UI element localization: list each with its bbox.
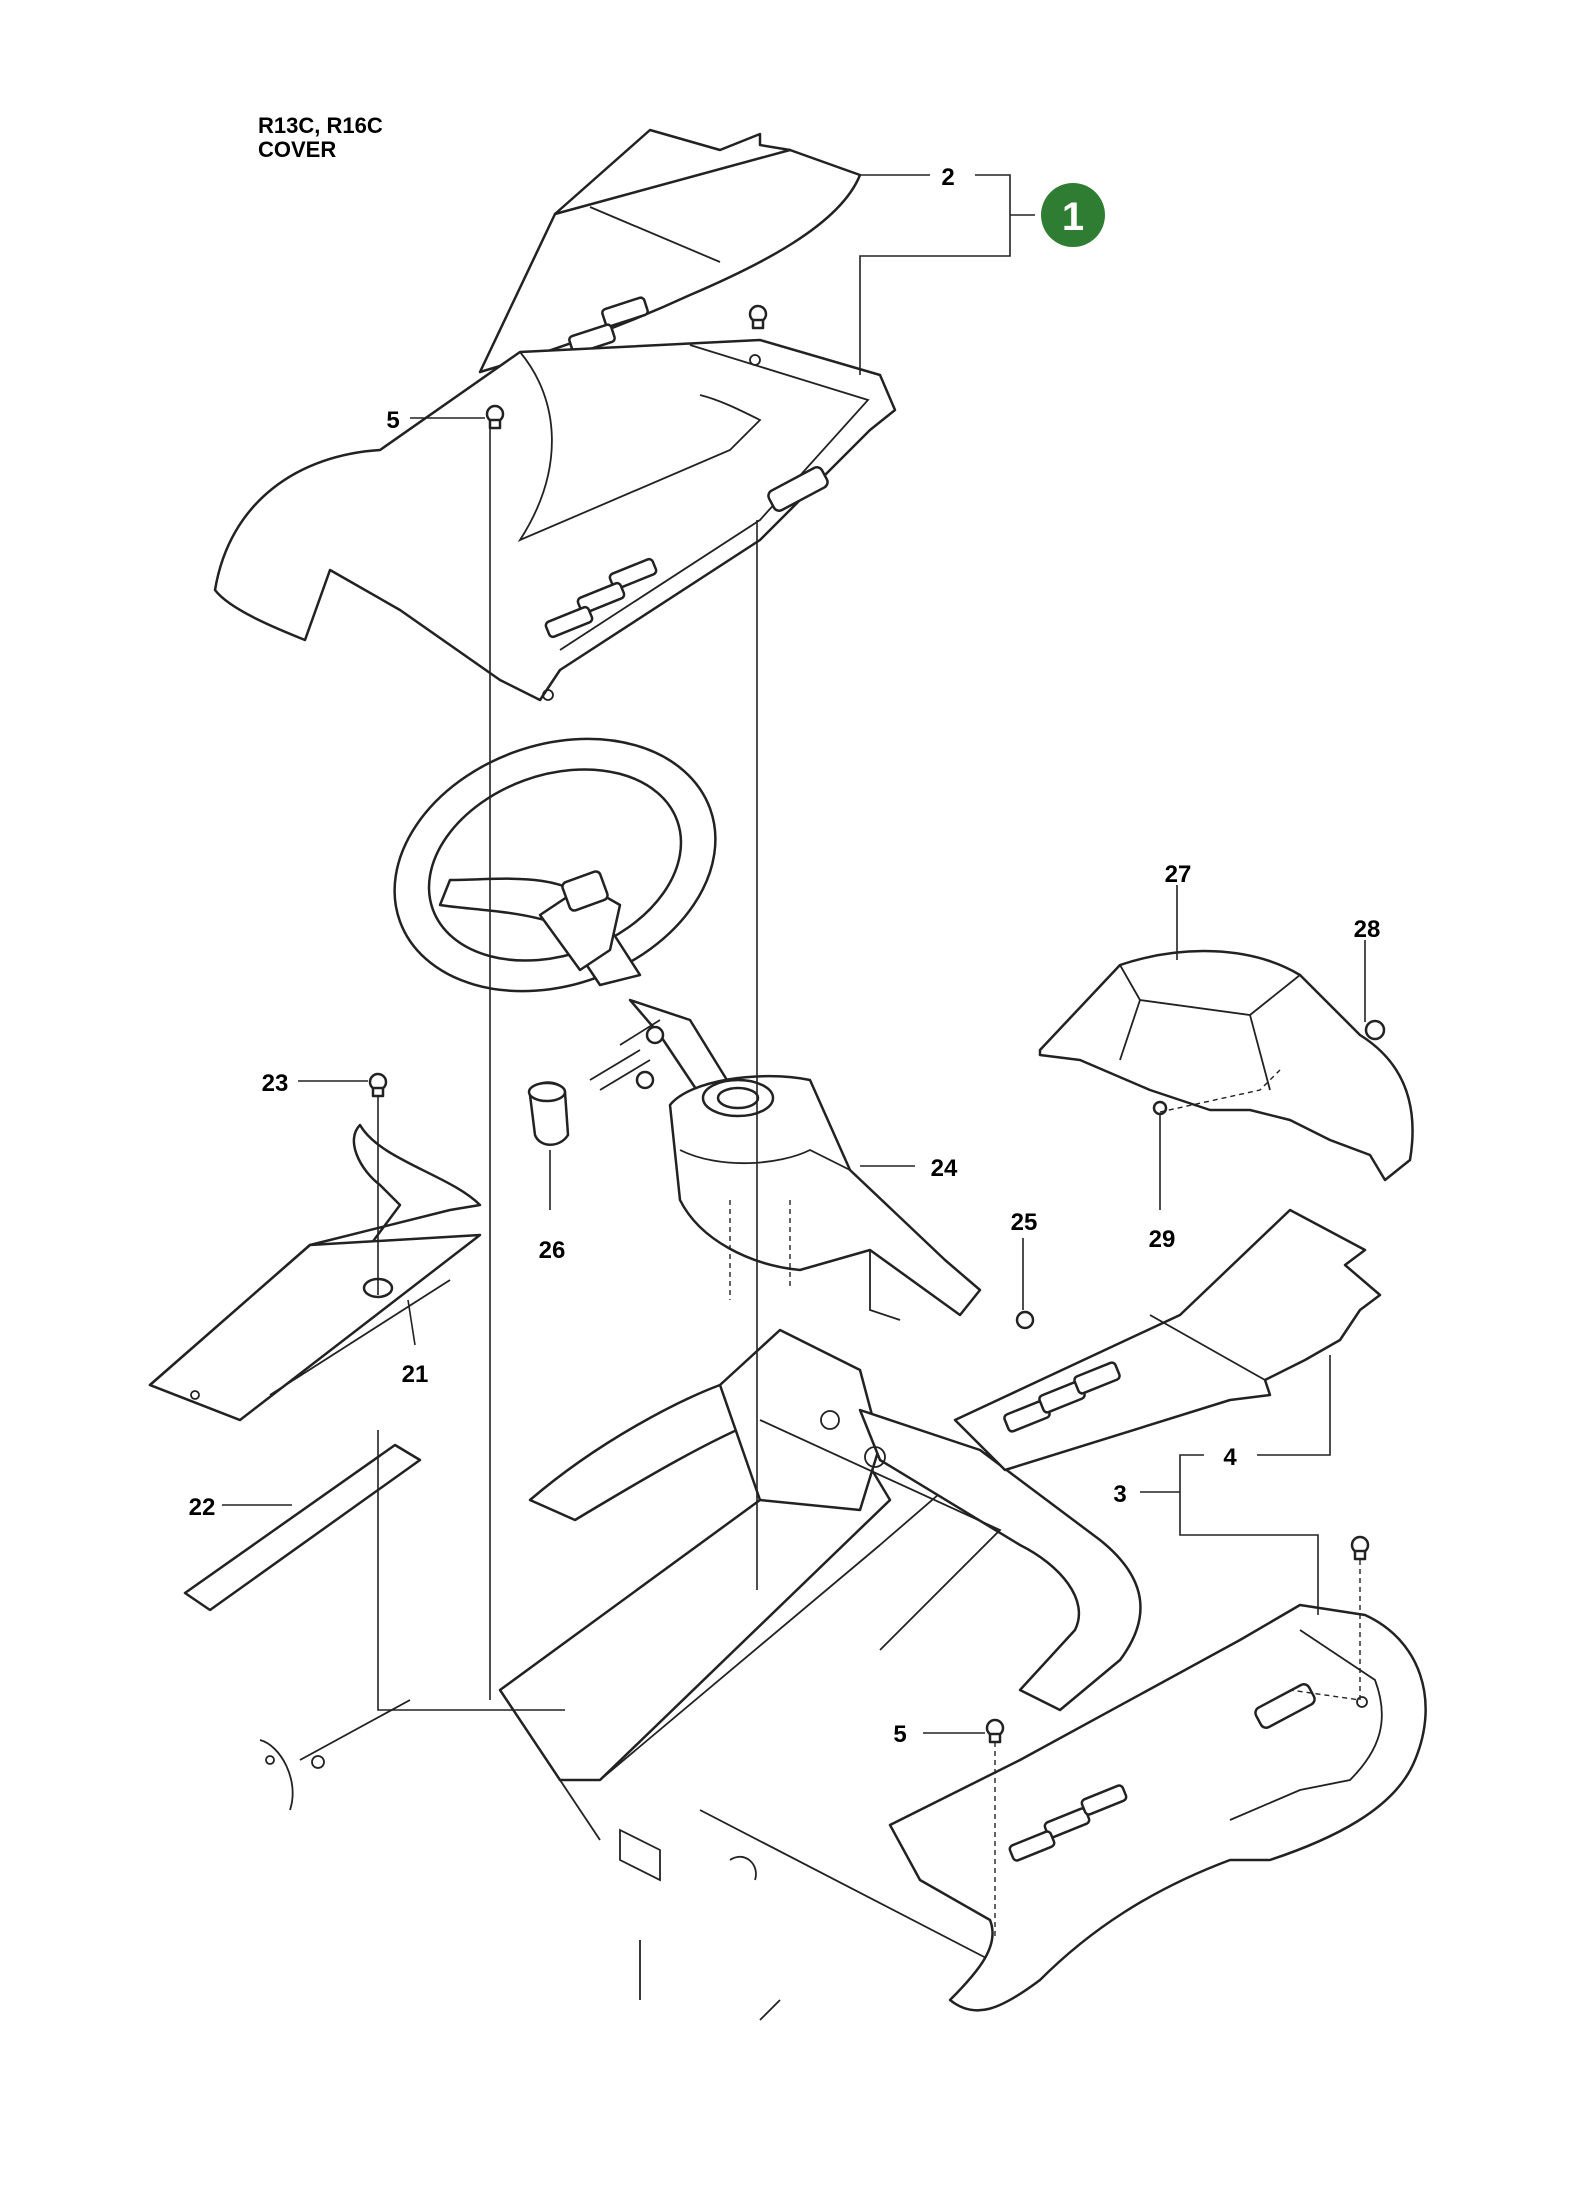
chassis-frame	[259, 1328, 1142, 2021]
left-side-cover	[148, 1123, 482, 1422]
screw-23	[368, 1072, 388, 1098]
badge-number: 1	[1062, 195, 1084, 239]
front-fender-cover	[888, 1603, 1427, 2012]
model-names: R13C, R16C	[258, 113, 383, 138]
section-title: COVER	[258, 137, 337, 162]
screw-top-right	[748, 304, 768, 330]
callout-5-lower: 5	[893, 1721, 906, 1748]
callout-21: 21	[402, 1361, 429, 1388]
callout-labels: 2 5 5 5 3 4 21 22 23 24 25 26 27 28 29	[189, 164, 1381, 1748]
callout-lines	[222, 174, 1366, 1734]
callout-3: 3	[1113, 1481, 1126, 1508]
callout-2: 2	[941, 164, 954, 191]
screw-front-right	[1350, 1535, 1370, 1561]
diagram-header: R13C, R16C COVER	[258, 114, 383, 162]
rear-fender-cover	[213, 338, 897, 702]
callout-5-top: 5	[386, 407, 399, 434]
trim-strip	[183, 1443, 422, 1612]
callout-24: 24	[931, 1155, 958, 1182]
callout-4: 4	[1223, 1444, 1237, 1471]
battery-cover	[1038, 949, 1414, 1182]
callout-26: 26	[539, 1237, 566, 1264]
callout-25: 25	[1011, 1209, 1038, 1236]
callout-23: 23	[262, 1070, 289, 1097]
callout-28: 28	[1354, 916, 1381, 943]
front-mat	[953, 1208, 1382, 1472]
top-mat	[478, 128, 862, 382]
screw-top-left	[485, 404, 505, 430]
screw-front-left	[985, 1718, 1005, 1744]
steering-console-cover	[635, 1070, 1035, 1330]
callout-27: 27	[1165, 861, 1192, 888]
alignment-lines	[377, 425, 1361, 1940]
callout-29: 29	[1149, 1226, 1176, 1253]
knob-cap	[527, 1081, 570, 1146]
item-number-badge: 1	[1041, 183, 1105, 247]
callout-22: 22	[189, 1494, 216, 1521]
steering-wheel	[393, 737, 732, 1097]
